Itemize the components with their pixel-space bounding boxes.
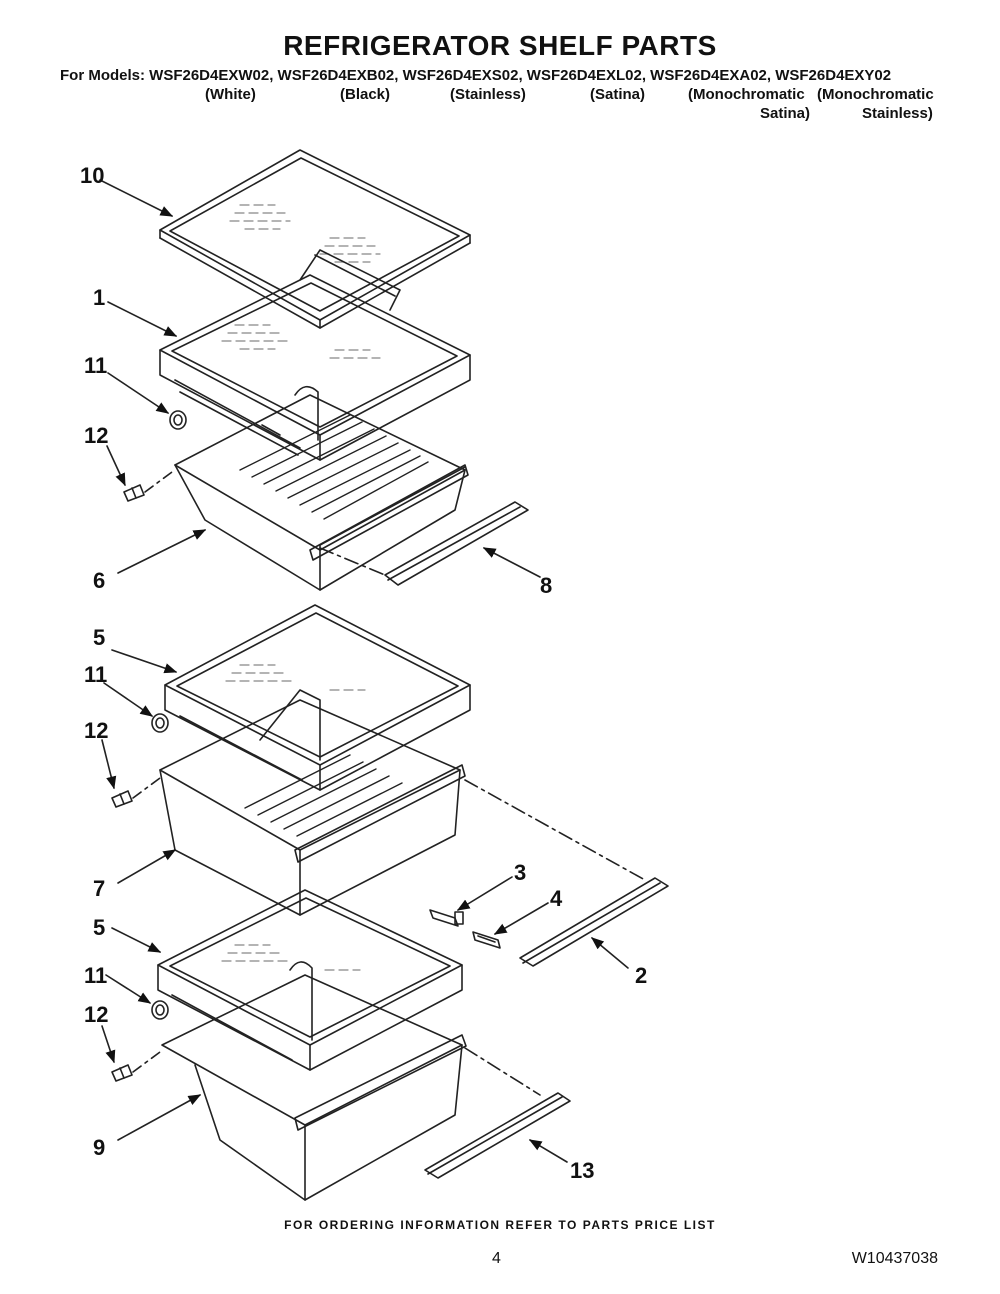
callout-12-middle: 12 <box>84 718 108 743</box>
color-monochromatic-2: (Monochromatic <box>817 86 934 103</box>
callout-9: 9 <box>93 1135 105 1160</box>
page-title: REFRIGERATOR SHELF PARTS <box>283 30 717 61</box>
color-satina-2: Satina) <box>760 105 811 122</box>
callout-1: 1 <box>93 285 105 310</box>
part-8-bar <box>384 501 529 586</box>
color-white: (White) <box>205 86 256 103</box>
callout-12-lower: 12 <box>84 1002 108 1027</box>
part-12-screw-upper <box>123 484 145 502</box>
color-black: (Black) <box>340 86 391 103</box>
callout-5-lower: 5 <box>93 915 105 940</box>
part-4-clip <box>472 931 501 949</box>
page-number: 4 <box>492 1250 501 1267</box>
part-12-screw-lower <box>111 1064 133 1082</box>
document-number: W10437038 <box>851 1250 938 1267</box>
color-satina: (Satina) <box>590 86 646 103</box>
part-1-shelf-frame <box>159 274 471 461</box>
callout-8: 8 <box>540 573 552 598</box>
callout-4: 4 <box>550 886 563 911</box>
callout-3: 3 <box>514 860 526 885</box>
part-9-bottom-drawer <box>161 974 467 1201</box>
part-11-bushing-upper <box>169 410 187 430</box>
part-11-bushing-middle <box>151 713 169 733</box>
callout-labels: 10 1 11 12 6 8 5 11 12 7 3 4 2 5 11 12 9… <box>80 163 647 1183</box>
color-monochromatic-1: (Monochromatic <box>688 86 805 103</box>
callout-2: 2 <box>635 963 647 988</box>
part-7-crisper-drawer <box>159 699 466 916</box>
part-2-bar <box>519 877 669 967</box>
part-5-shelf-frame-lower <box>157 889 463 1071</box>
part-13-bar <box>424 1092 571 1179</box>
color-stainless-2: Stainless) <box>862 105 933 122</box>
part-6-drawer <box>174 394 469 591</box>
callout-6: 6 <box>93 568 105 593</box>
model-colors: (White) (Black) (Stainless) (Satina) (Mo… <box>60 85 950 129</box>
ordering-note: FOR ORDERING INFORMATION REFER TO PARTS … <box>284 1218 716 1232</box>
color-stainless: (Stainless) <box>450 86 526 103</box>
callout-11-middle: 11 <box>84 662 107 687</box>
callout-13: 13 <box>570 1158 594 1183</box>
part-10-glass-shelf <box>159 149 471 329</box>
models-line: For Models: WSF26D4EXW02, WSF26D4EXB02, … <box>60 67 892 84</box>
callout-5-upper: 5 <box>93 625 105 650</box>
part-12-screw-middle <box>111 790 133 808</box>
callout-11-upper: 11 <box>84 353 107 378</box>
part-3-clip <box>429 909 464 927</box>
part-5-shelf-frame-upper <box>164 604 471 791</box>
callout-12-upper: 12 <box>84 423 108 448</box>
part-11-bushing-lower <box>151 1000 169 1020</box>
models-block: For Models: WSF26D4EXW02, WSF26D4EXB02, … <box>60 66 950 129</box>
callout-11-lower: 11 <box>84 963 107 988</box>
leader-arrows <box>99 179 629 1163</box>
callout-10: 10 <box>80 163 104 188</box>
callout-7: 7 <box>93 876 105 901</box>
